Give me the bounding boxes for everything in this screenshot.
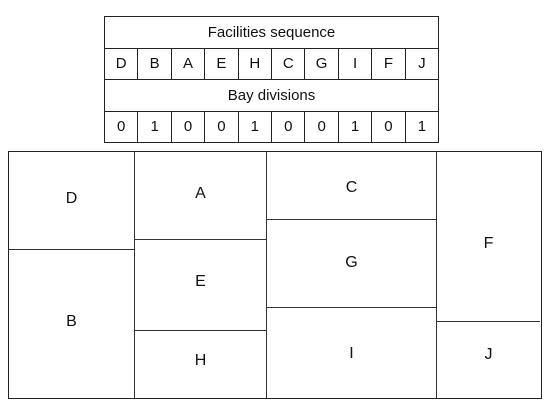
facility-i: I	[267, 308, 437, 398]
facility-a-label: A	[195, 185, 206, 202]
sequence-cell: F	[372, 49, 406, 79]
facility-d-label: D	[65, 190, 78, 207]
facility-a: A	[135, 152, 267, 240]
facility-g: G	[267, 220, 437, 308]
division-cell: 1	[239, 112, 273, 142]
facility-c: C	[267, 152, 437, 220]
facility-h-label: H	[194, 352, 207, 369]
facilities-sequence-title: Facilities sequence	[105, 17, 438, 49]
facility-j: J	[437, 322, 540, 398]
sequence-cell: B	[138, 49, 172, 79]
facility-e-label: E	[195, 273, 206, 290]
sequence-cell: D	[105, 49, 139, 79]
division-cell: 0	[272, 112, 306, 142]
encoding-table: Facilities sequence D B A E H C G I F J …	[104, 16, 439, 143]
sequence-cell: C	[272, 49, 306, 79]
facility-b-label: B	[66, 313, 77, 330]
sequence-cell: J	[418, 55, 426, 72]
sequence-cell: G	[305, 49, 339, 79]
division-cell: 0	[305, 112, 339, 142]
sequence-cell: H	[239, 49, 273, 79]
sequence-cell: I	[339, 49, 373, 79]
facility-h: H	[135, 331, 267, 398]
sequence-cell: E	[205, 49, 239, 79]
facility-d: D	[9, 152, 135, 250]
facilities-sequence-row: D B A E H C G I F J	[105, 49, 438, 80]
facility-layout: D B A E H C G I F J	[8, 151, 542, 399]
facility-f: F	[437, 152, 540, 322]
facility-b: B	[9, 250, 135, 398]
division-cell: 1	[339, 112, 373, 142]
division-cell: 1	[417, 118, 427, 135]
division-cell: 0	[372, 112, 406, 142]
facility-g-label: G	[345, 254, 358, 271]
division-cell: 1	[138, 112, 172, 142]
sequence-cell: A	[172, 49, 206, 79]
facility-e: E	[135, 240, 267, 331]
facility-f-label: F	[483, 235, 494, 252]
facility-i-label: I	[349, 345, 354, 362]
facility-j-label: J	[484, 346, 493, 363]
bay-divisions-row: 0 1 0 0 1 0 0 1 0 1	[105, 112, 438, 142]
facility-c-label: C	[345, 179, 358, 196]
bay-divisions-title: Bay divisions	[105, 80, 438, 112]
division-cell: 0	[105, 112, 139, 142]
division-cell: 0	[172, 112, 206, 142]
division-cell: 0	[205, 112, 239, 142]
